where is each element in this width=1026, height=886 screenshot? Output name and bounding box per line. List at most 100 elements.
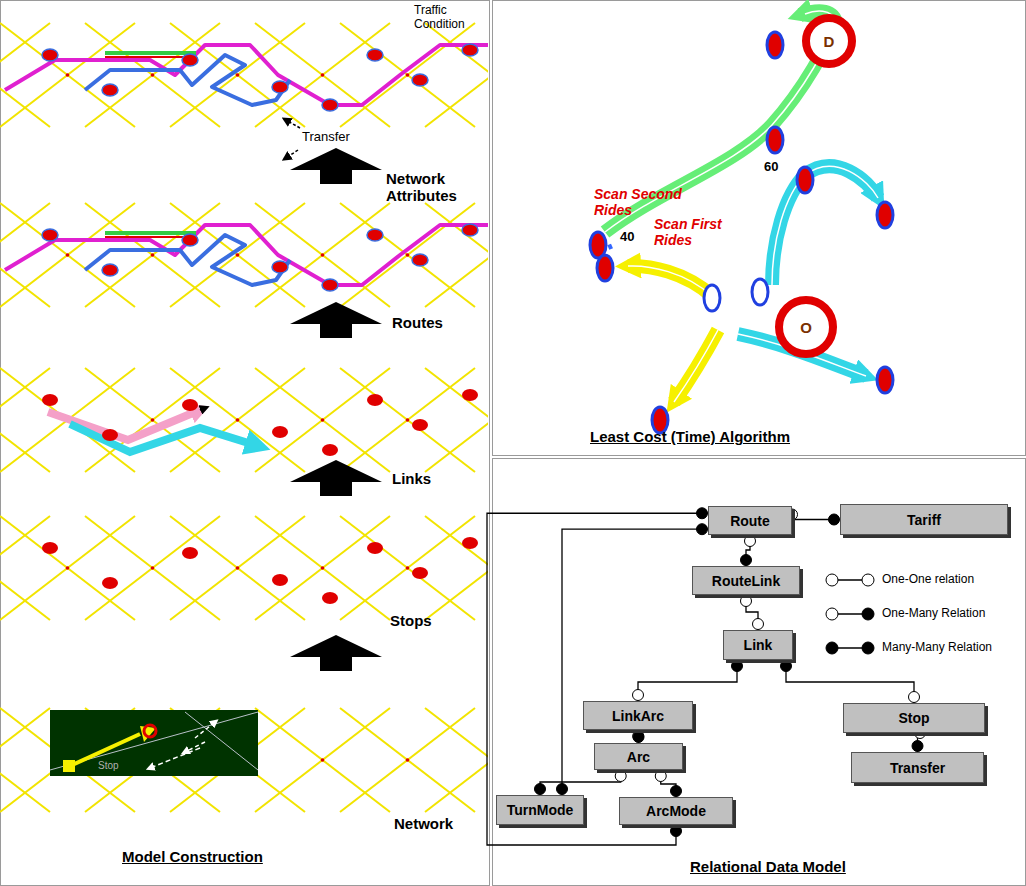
destination-circle: D [802,14,856,68]
road [425,203,488,307]
stop-dot [767,32,783,58]
legend-text: One-Many Relation [882,606,985,620]
stop-dot [182,399,198,411]
relation-end [655,771,666,782]
junction [406,253,410,257]
step-label: Scan First Rides [654,216,736,248]
entity-box: LinkArc [583,701,693,730]
stop-dot [462,224,478,236]
stop-dot [877,367,893,393]
relation-end [745,536,756,547]
transit-stops [590,32,893,433]
junction [321,253,325,257]
road [255,708,390,812]
stop-dot [797,167,813,193]
junction [151,253,155,257]
origin-stop [704,285,720,311]
road [255,203,390,307]
road [85,368,220,472]
junction [321,566,325,570]
stop-dot [412,74,428,86]
node-text: TurnMode [507,802,574,818]
legend-text: One-One relation [882,572,974,586]
junction [66,566,70,570]
stop-dot [42,229,58,241]
road [340,203,475,307]
junction [151,418,155,422]
legend-sample [826,642,838,654]
transit-route [5,225,488,285]
inset-node [63,760,75,772]
node-text: Transfer [890,760,945,776]
road [340,708,475,812]
path-arrows [598,11,878,402]
junction [406,73,410,77]
road [0,23,135,127]
road [425,23,488,127]
inset-label: Stop [98,760,119,772]
stop-dot [412,567,428,579]
stop-dot [462,537,478,549]
road [340,516,475,620]
inset-road [185,712,258,770]
road [255,203,390,307]
entity-box: Transfer [851,752,984,783]
legend-sample [862,574,874,586]
callout-text: Transfer [302,130,350,145]
stop-dot [597,255,613,281]
road [340,23,475,127]
road [0,368,50,472]
stop-dot [272,81,288,93]
entity-box: RouteLink [692,566,800,595]
road [85,368,220,472]
road [255,516,390,620]
road [0,203,135,307]
road [0,23,50,127]
stop-dot [412,254,428,266]
stop-dot [367,229,383,241]
callout-text: Traffic Condition [414,4,486,32]
road [170,368,305,472]
stop-dot [182,54,198,66]
entity-box: Stop [843,703,985,733]
entity-box: ArcMode [619,797,733,825]
build-arrows [290,148,382,671]
road [170,516,305,620]
junction [406,418,410,422]
inset-stop [144,725,156,737]
road [0,516,135,620]
road [340,368,475,472]
road [255,516,390,620]
road [425,368,488,472]
inset-dashed [195,722,215,738]
stop-dot [367,49,383,61]
road [0,368,50,472]
legend-text: Many-Many Relation [882,640,992,654]
road [0,516,50,620]
road [255,368,390,472]
relation-end [633,690,644,701]
road [0,203,50,307]
inset-dashed [185,742,205,752]
junction [321,418,325,422]
entity-box: TurnMode [496,795,584,825]
up-arrow [290,148,382,184]
road [340,23,475,127]
relation-end [633,732,644,743]
road [0,708,50,812]
relation-end [697,508,708,519]
relation-end [909,692,920,703]
inset-road [50,712,258,770]
road [170,23,305,127]
road [170,23,305,127]
inset-arrow [140,726,156,742]
transit-route [85,55,290,105]
stop-dot [42,542,58,554]
road [425,516,488,620]
layer-label: Links [392,470,431,487]
stop-dot [42,394,58,406]
layer-label: Stops [390,612,432,629]
road [0,23,135,127]
road [425,368,488,472]
stop-dot [367,542,383,554]
